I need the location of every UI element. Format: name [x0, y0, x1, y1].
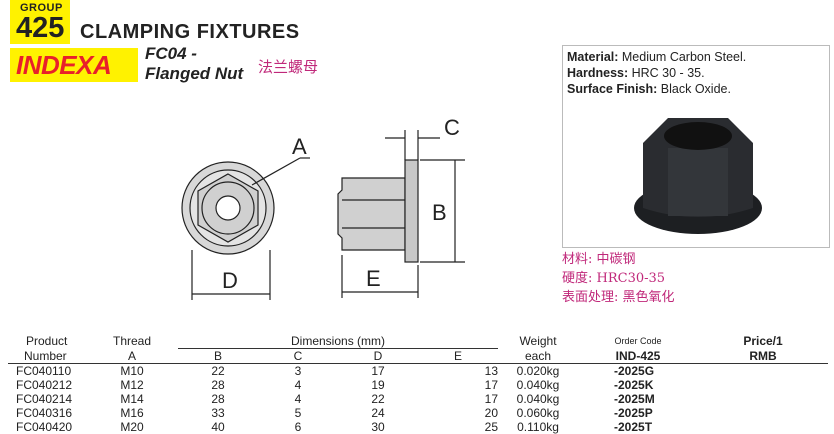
cell: 5 — [258, 406, 338, 420]
cell: 17 — [338, 364, 418, 379]
cell: 6 — [258, 420, 338, 434]
header-dimensions: Dimensions (mm) — [178, 334, 498, 349]
side-view-hex — [338, 178, 405, 250]
spec-finish: Surface Finish: Black Oxide. — [567, 81, 731, 97]
cell: -2025P — [578, 406, 698, 420]
header-rmb: RMB — [698, 349, 828, 364]
brand-logo: INDEXA — [10, 48, 138, 82]
label-c: C — [444, 115, 460, 140]
header-a: A — [86, 349, 178, 364]
cell: 22 — [338, 392, 418, 406]
cell: -2025K — [578, 378, 698, 392]
cell: 33 — [178, 406, 258, 420]
product-photo — [628, 108, 768, 238]
page-title: CLAMPING FIXTURES — [80, 20, 300, 44]
header-e: E — [418, 349, 498, 364]
label-d: D — [222, 268, 238, 293]
header-thread: Thread — [86, 334, 178, 349]
product-name-cn: 法兰螺母 — [258, 56, 318, 77]
cell: 0.040kg — [498, 392, 578, 406]
cell: M12 — [86, 378, 178, 392]
header-number: Number — [8, 349, 86, 364]
product-title: FC04 - Flanged Nut — [145, 44, 243, 84]
header-each: each — [498, 349, 578, 364]
cell: 25 — [418, 420, 498, 434]
cell: 17 — [418, 392, 498, 406]
header-weight: Weight — [498, 334, 578, 349]
cell: FC040110 — [8, 364, 86, 379]
header-order-code: Order Code — [578, 334, 698, 349]
side-view-flange — [405, 160, 418, 262]
cell: 0.020kg — [498, 364, 578, 379]
header-d: D — [338, 349, 418, 364]
cell: 4 — [258, 378, 338, 392]
specs-box: Material: Medium Carbon Steel. Hardness:… — [562, 45, 830, 248]
price-cell — [698, 406, 828, 420]
cell: M14 — [86, 392, 178, 406]
cell: FC040212 — [8, 378, 86, 392]
spec-cn-finish: 表面处理: 黑色氧化 — [562, 288, 675, 307]
cell: 0.060kg — [498, 406, 578, 420]
technical-drawing: A B C D E — [170, 110, 470, 310]
cell: 28 — [178, 378, 258, 392]
cell: 28 — [178, 392, 258, 406]
header-price: Price/1 — [698, 334, 828, 349]
product-table: Product Thread Dimensions (mm) Weight Or… — [8, 334, 828, 434]
price-cell — [698, 378, 828, 392]
cell: FC040214 — [8, 392, 86, 406]
header-b: B — [178, 349, 258, 364]
cell: 20 — [418, 406, 498, 420]
cell: 4 — [258, 392, 338, 406]
spec-material: Material: Medium Carbon Steel. — [567, 49, 746, 65]
cell: 3 — [258, 364, 338, 379]
header-product: Product — [8, 334, 86, 349]
cell: 30 — [338, 420, 418, 434]
specs-cn: 材料: 中碳钢 硬度: HRC30-35 表面处理: 黑色氧化 — [562, 250, 675, 307]
cell: -2025T — [578, 420, 698, 434]
spec-cn-material: 材料: 中碳钢 — [562, 250, 675, 269]
spec-cn-hardness: 硬度: HRC30-35 — [562, 269, 675, 288]
group-number: 425 — [16, 12, 64, 44]
cell: M20 — [86, 420, 178, 434]
cell: 24 — [338, 406, 418, 420]
cell: 22 — [178, 364, 258, 379]
label-e: E — [366, 266, 381, 291]
header-c: C — [258, 349, 338, 364]
cell: FC040316 — [8, 406, 86, 420]
group-badge: GROUP 425 — [10, 0, 70, 44]
header-ind: IND-425 — [578, 349, 698, 364]
cell: -2025M — [578, 392, 698, 406]
label-a: A — [292, 134, 307, 159]
cell: 0.040kg — [498, 378, 578, 392]
cell: 40 — [178, 420, 258, 434]
product-name: Flanged Nut — [145, 64, 243, 84]
cell: 17 — [418, 378, 498, 392]
table-header-row: Product Thread Dimensions (mm) Weight Or… — [8, 334, 828, 349]
cell: 19 — [338, 378, 418, 392]
cell: -2025G — [578, 364, 698, 379]
price-cell — [698, 392, 828, 406]
brand-name: INDEXA — [16, 50, 111, 80]
price-cell — [698, 364, 828, 379]
table-subheader-row: Number A B C D E each IND-425 RMB — [8, 349, 828, 364]
label-b: B — [432, 200, 447, 225]
cell: M16 — [86, 406, 178, 420]
price-cell — [698, 420, 828, 434]
spec-hardness: Hardness: HRC 30 - 35. — [567, 65, 705, 81]
cell: M10 — [86, 364, 178, 379]
cell: 13 — [418, 364, 498, 379]
cell: FC040420 — [8, 420, 86, 434]
thread-hole — [216, 196, 240, 220]
cell: 0.110kg — [498, 420, 578, 434]
product-code: FC04 - — [145, 44, 243, 64]
